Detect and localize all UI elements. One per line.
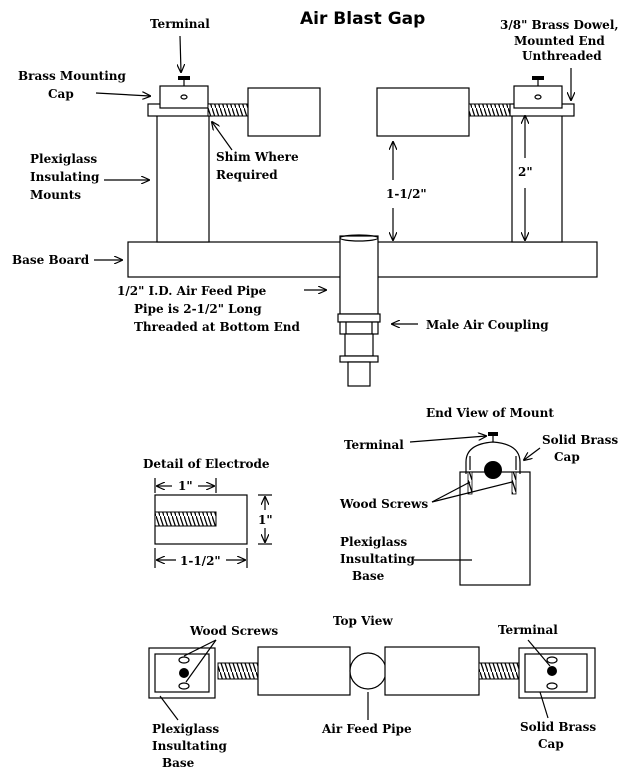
end-view-terminal-label: Terminal	[344, 438, 404, 452]
electrode-detail-title: Detail of Electrode	[143, 457, 270, 471]
top-view-pipe-label: Air Feed Pipe	[321, 722, 412, 736]
coupling-flange	[339, 355, 379, 363]
shim-label-1: Shim Where	[216, 150, 299, 164]
right-cap-hole	[534, 94, 542, 100]
brass-cap-label-1: Brass Mounting	[18, 69, 126, 83]
top-view-screws-label: Wood Screws	[189, 624, 278, 638]
shim-label-2: Required	[216, 168, 278, 182]
male-coupling-label: Male Air Coupling	[426, 318, 549, 332]
end-view-electrode-rod	[484, 461, 502, 479]
left-cap-hole	[180, 94, 188, 100]
end-view-terminal-icon	[488, 432, 498, 442]
top-view-right-screw-top	[546, 656, 558, 664]
gap-dimension-label: 1-1/2"	[386, 187, 427, 201]
top-view-cap-label-1: Solid Brass	[520, 720, 596, 734]
coupling-stem	[347, 361, 371, 387]
dowel-label-3: Unthreaded	[522, 49, 602, 63]
brass-cap-label-2: Cap	[48, 87, 74, 101]
end-view-title: End View of Mount	[426, 406, 554, 420]
top-view-base-label-3: Base	[162, 756, 195, 768]
coupling-body	[344, 333, 374, 357]
top-view-air-feed-pipe	[349, 652, 387, 690]
top-view-cap-label-2: Cap	[538, 737, 564, 751]
height-dimension-label: 2"	[518, 165, 533, 179]
top-view-right-rod	[478, 662, 520, 680]
left-plexiglass-mount	[156, 111, 210, 243]
plexi-mounts-label-3: Mounts	[30, 188, 81, 202]
top-view-left-rod	[217, 662, 259, 680]
left-threaded-rod	[207, 103, 249, 117]
top-view-right-electrode	[384, 646, 480, 696]
end-view-screws-label: Wood Screws	[339, 497, 428, 511]
electrode-thread-length-label: 1"	[178, 479, 193, 493]
base-board-label: Base Board	[12, 253, 90, 267]
top-view: Top View Wood Screws Terminal Plexiglass…	[148, 614, 596, 770]
end-view-base-label-3: Base	[352, 569, 385, 583]
plexi-mounts-label-1: Plexiglass	[30, 152, 97, 166]
electrode-detail-threaded-bore	[154, 511, 217, 527]
electrode-height-label: 1"	[258, 513, 273, 527]
top-view-base-label-1: Plexiglass	[152, 722, 219, 736]
right-terminal-icon	[532, 76, 544, 86]
left-electrode	[247, 87, 321, 137]
top-view-base-label-2: Insultating	[152, 739, 228, 753]
coupling-nut-top	[337, 313, 381, 323]
electrode-detail: Detail of Electrode 1" 1" 1-1/2"	[143, 457, 273, 568]
plexi-mounts-label-2: Insulating	[30, 170, 100, 184]
top-view-left-electrode	[257, 646, 351, 696]
side-view: Terminal Brass Mounting Cap 3/8" Brass D…	[12, 17, 619, 387]
diagram-title: Air Blast Gap	[300, 9, 425, 29]
top-view-right-terminal	[547, 666, 557, 676]
air-feed-pipe	[339, 235, 379, 315]
top-view-right-screw-bottom	[546, 682, 558, 690]
end-view-cap-label-2: Cap	[554, 450, 580, 464]
left-brass-cap	[159, 85, 209, 109]
right-brass-cap	[513, 85, 563, 109]
feed-pipe-label-1: 1/2" I.D. Air Feed Pipe	[117, 284, 267, 298]
pipe-top-opening	[339, 234, 379, 242]
dowel-label-2: Mounted End	[514, 34, 605, 48]
end-view-cap-label-1: Solid Brass	[542, 433, 618, 447]
end-view: End View of Mount Terminal Solid Brass C…	[339, 406, 618, 586]
right-threaded-rod	[468, 103, 514, 117]
terminal-label: Terminal	[150, 17, 210, 31]
feed-pipe-label-2: Pipe is 2-1/2" Long	[134, 302, 262, 316]
top-view-terminal-label: Terminal	[498, 623, 558, 637]
top-view-left-screw-top	[178, 656, 190, 664]
dowel-label-1: 3/8" Brass Dowel,	[500, 18, 619, 32]
top-view-left-terminal	[179, 668, 189, 678]
end-view-base-label-1: Plexiglass	[340, 535, 407, 549]
top-view-left-screw-bottom	[178, 682, 190, 690]
electrode-length-label: 1-1/2"	[180, 554, 221, 568]
left-terminal-icon	[178, 76, 190, 86]
feed-pipe-label-3: Threaded at Bottom End	[134, 320, 300, 334]
end-view-wood-screw-right	[511, 471, 517, 495]
top-view-title: Top View	[333, 614, 393, 628]
end-view-base-label-2: Insultating	[340, 552, 416, 566]
right-electrode	[376, 87, 470, 137]
